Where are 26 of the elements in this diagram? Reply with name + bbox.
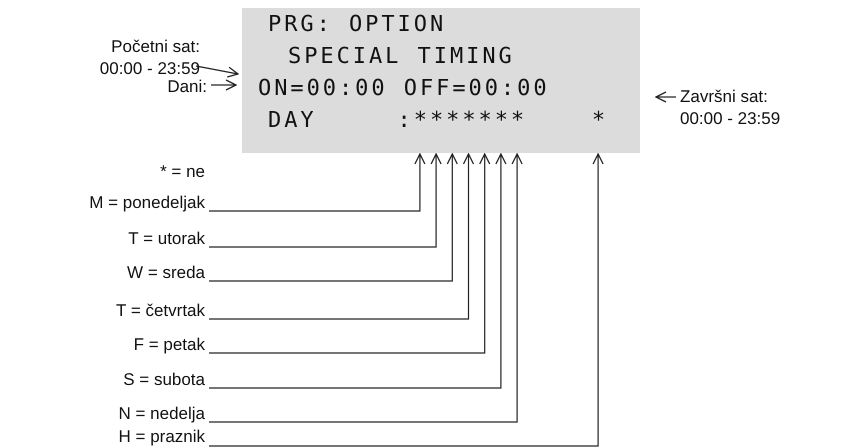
- annotation-text: H = praznik: [0, 426, 205, 448]
- annotation-text: T = četvrtak: [0, 300, 205, 322]
- annotation-text: N = nedelja: [0, 403, 205, 425]
- annotation-text: F = petak: [0, 334, 205, 356]
- annotation-text: W = sreda: [0, 262, 205, 284]
- display-text-line: DAY :******* *: [268, 108, 608, 134]
- arrow: [655, 91, 676, 103]
- leader-line: [209, 153, 604, 447]
- leader-line: [209, 153, 458, 282]
- display-text-line: SPECIAL TIMING: [288, 44, 515, 70]
- arrow: [196, 65, 239, 78]
- arrow: [211, 79, 237, 91]
- display-text-line: ON=00:00 OFF=00:00: [258, 76, 550, 102]
- annotation-text: S = subota: [0, 369, 205, 391]
- annotation-text: T = utorak: [0, 228, 205, 250]
- annotation-text: Završni sat: 00:00 - 23:59: [680, 86, 798, 130]
- leader-line: [209, 153, 426, 212]
- annotation-text: M = ponedeljak: [0, 192, 205, 214]
- lcd-display-screen: [242, 8, 640, 153]
- leader-line: [209, 153, 442, 248]
- legend-note: * = ne: [159, 162, 205, 182]
- leader-line: [209, 153, 474, 320]
- display-text-line: PRG: OPTION: [268, 12, 446, 38]
- leader-line: [209, 153, 523, 423]
- leader-line: [209, 153, 490, 354]
- leader-line: [209, 153, 507, 389]
